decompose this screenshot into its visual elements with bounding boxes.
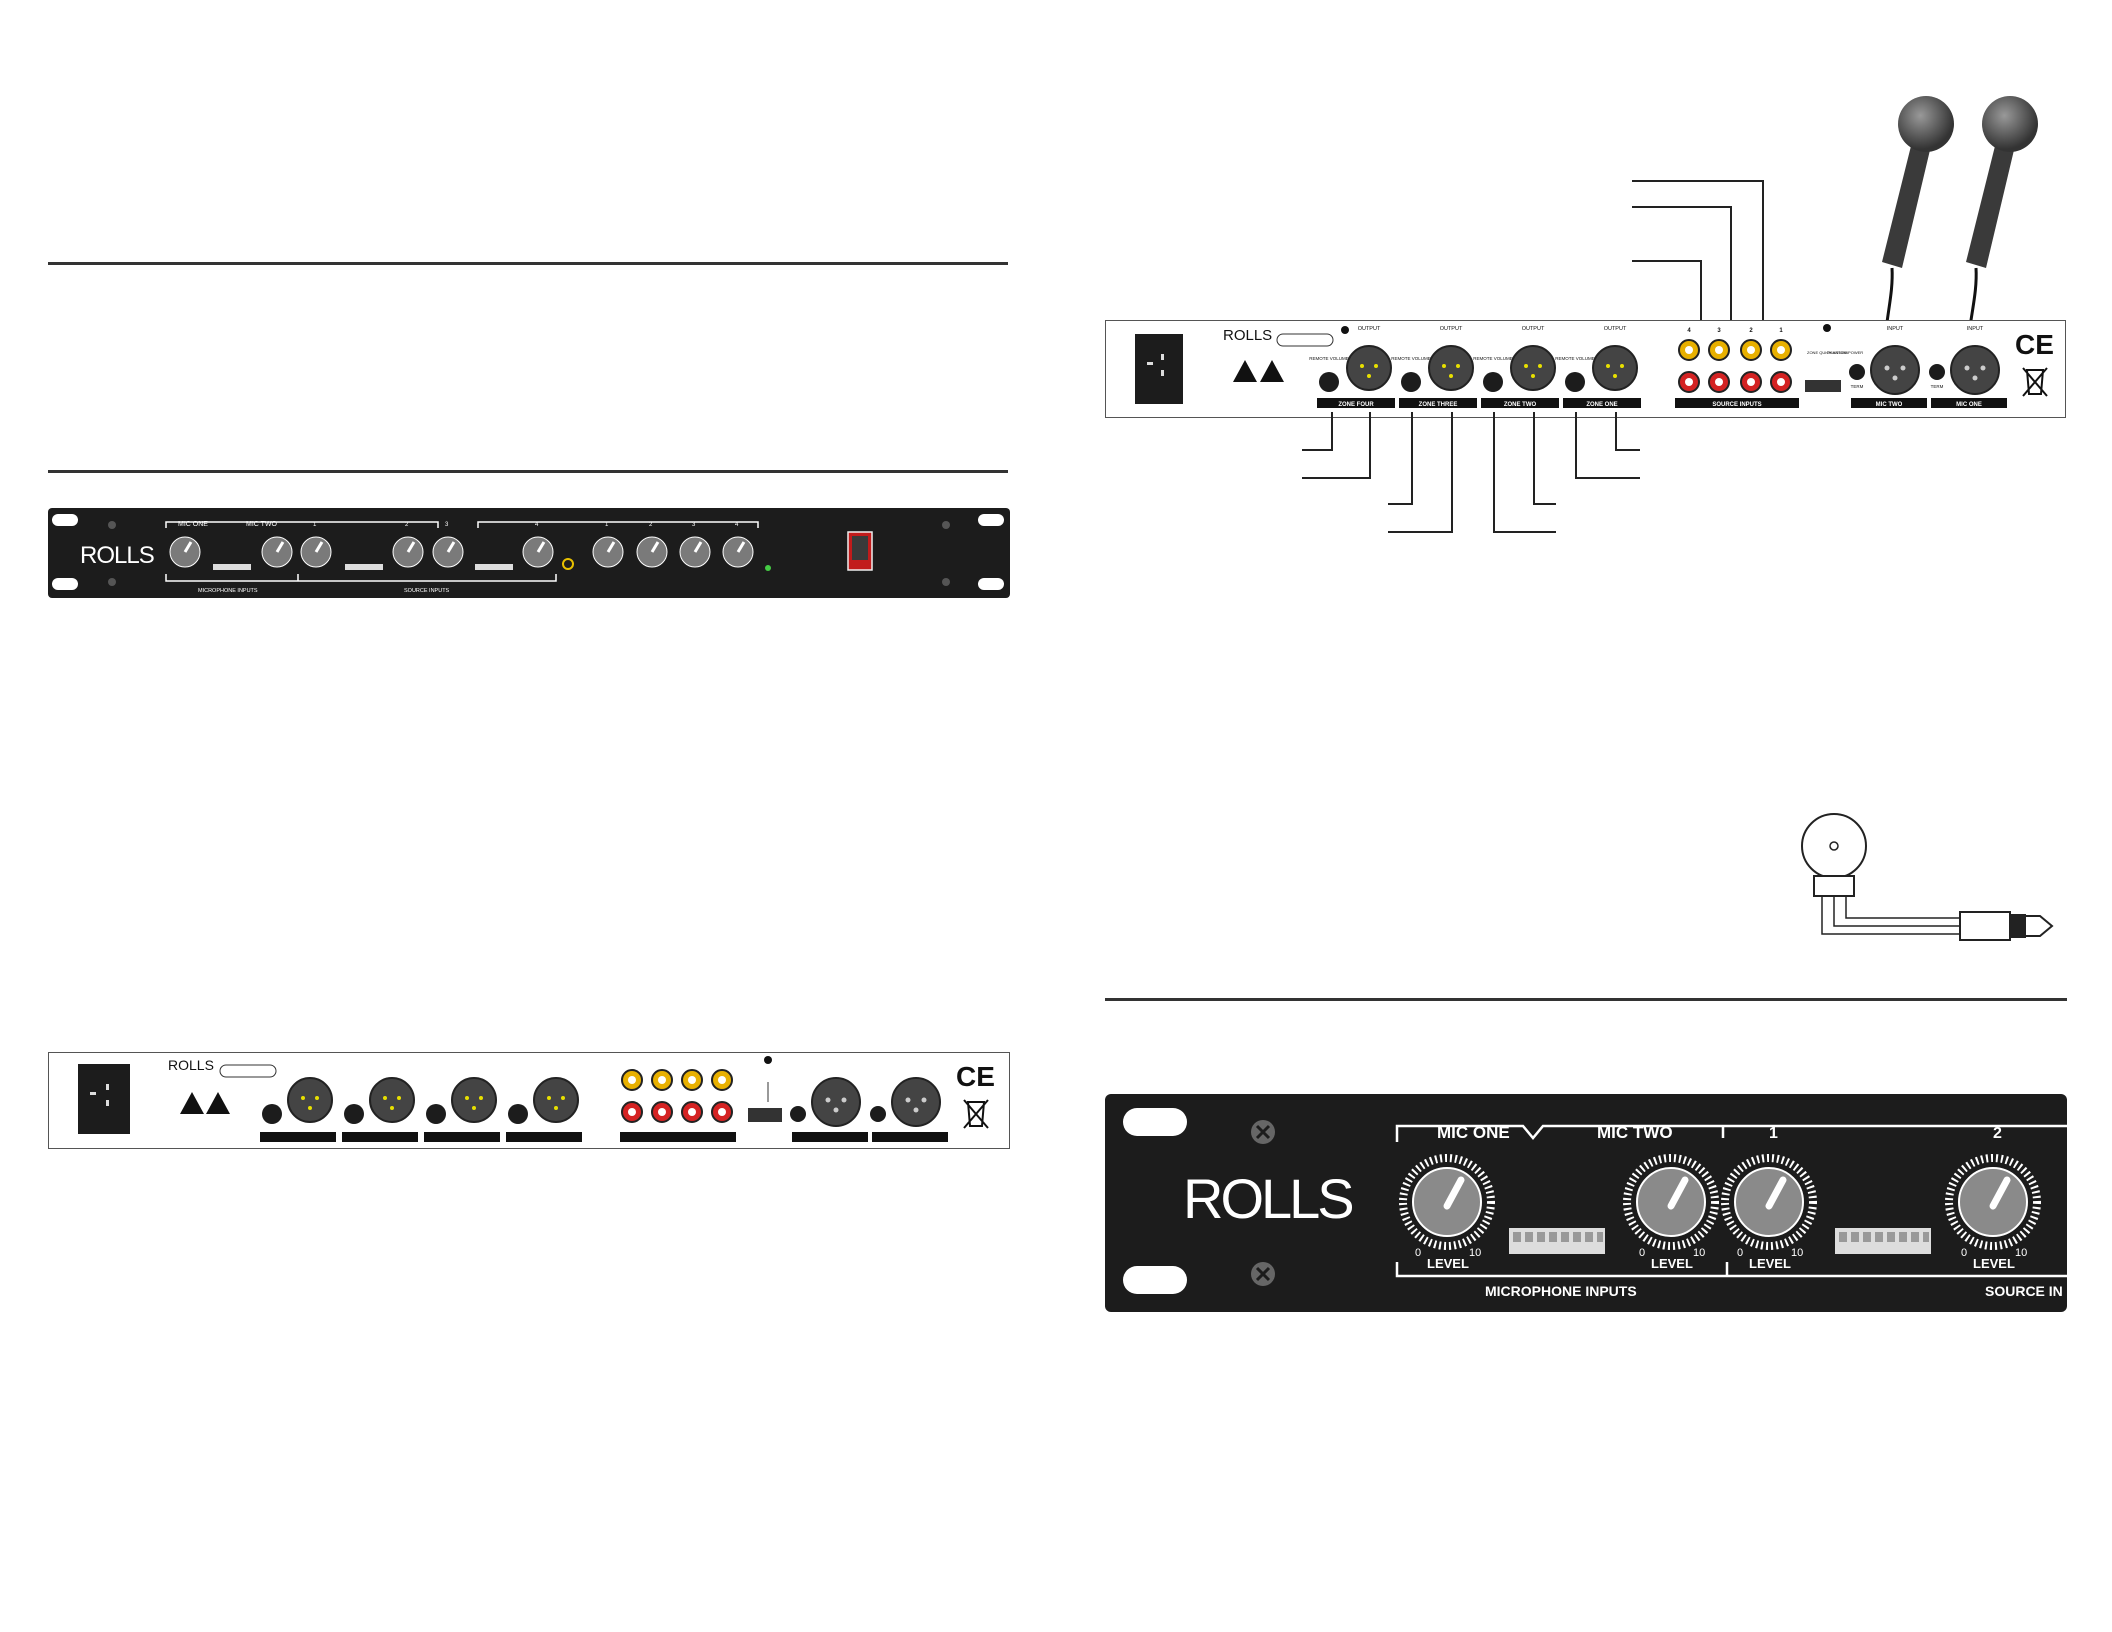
detail-mic-two: MIC TWO bbox=[1597, 1123, 1673, 1142]
rule-right bbox=[1105, 998, 2067, 1001]
rear-zone-two: ZONE TWO bbox=[1504, 402, 1537, 408]
rear-src-2: 2 bbox=[1749, 328, 1753, 334]
remote-volume-pot-diagram bbox=[1801, 813, 2054, 941]
rear-panel-small: ROLLS CE bbox=[48, 1052, 1010, 1149]
detail-level-mic2: LEVEL bbox=[1651, 1256, 1693, 1271]
rear-output-2: OUTPUT bbox=[1522, 326, 1545, 332]
rear-remote-2: REMOTE VOLUME bbox=[1473, 356, 1513, 361]
rule-top-left bbox=[48, 262, 1008, 265]
front-zone-1: 1 bbox=[605, 522, 609, 528]
rear-src-3: 3 bbox=[1717, 328, 1721, 334]
rear-zone-three: ZONE THREE bbox=[1419, 402, 1458, 408]
front-panel-small: ROLLS MIC ONE MIC TWO MICROPHONE INPUTS … bbox=[48, 508, 1010, 598]
rear-mic-one: MIC ONE bbox=[1956, 402, 1982, 408]
rear-src-1: 1 bbox=[1779, 328, 1783, 334]
rear-input-2: INPUT bbox=[1887, 326, 1904, 332]
front-source-group: SOURCE INPUTS bbox=[404, 588, 450, 594]
rear-zone-one: ZONE ONE bbox=[1586, 402, 1617, 408]
rear-src-4: 4 bbox=[1687, 328, 1691, 334]
detail-source-1: 1 bbox=[1769, 1125, 1778, 1142]
detail-min-mic1: 0 bbox=[1415, 1247, 1421, 1259]
front-source-4: 4 bbox=[535, 522, 539, 528]
rule-mid-left bbox=[48, 470, 1008, 473]
rear-zone-quick-assign: ZONE QUICK ASSIGN bbox=[1807, 350, 1848, 355]
detail-min-src2: 0 bbox=[1961, 1247, 1967, 1259]
detail-min-src1: 0 bbox=[1737, 1247, 1743, 1259]
front-zone-4: 4 bbox=[735, 522, 739, 528]
front-panel-detail: ROLLS MIC ONE MIC TWO 1 2 MICROPHONE INP… bbox=[1105, 1094, 2067, 1312]
detail-min-mic2: 0 bbox=[1639, 1247, 1645, 1259]
microphones-illustration bbox=[1882, 96, 2038, 379]
rear-panel-large: ROLLS OUTPUT OUTPUT OUTPUT OUTPUT REMOTE… bbox=[1105, 320, 2066, 418]
detail-mic-group: MICROPHONE INPUTS bbox=[1485, 1283, 1637, 1299]
detail-level-mic1: LEVEL bbox=[1427, 1256, 1469, 1271]
front-source-3: 3 bbox=[445, 522, 449, 528]
rear-output-3: OUTPUT bbox=[1440, 326, 1463, 332]
detail-max-src2: 10 bbox=[2015, 1247, 2027, 1259]
front-mic-two: MIC TWO bbox=[246, 521, 278, 528]
rear-phantom-power: PHANTOM POWER bbox=[1827, 350, 1863, 355]
detail-source-group: SOURCE IN bbox=[1985, 1283, 2063, 1299]
front-mic-group: MICROPHONE INPUTS bbox=[198, 588, 258, 594]
rear-remote-1: REMOTE VOLUME bbox=[1555, 356, 1595, 361]
front-zone-2: 2 bbox=[649, 522, 653, 528]
detail-max-mic1: 10 bbox=[1469, 1247, 1481, 1259]
detail-level-src1: LEVEL bbox=[1749, 1256, 1791, 1271]
rear-mic-two: MIC TWO bbox=[1876, 402, 1903, 408]
rear-output-1: OUTPUT bbox=[1604, 326, 1627, 332]
rear-source-inputs: SOURCE INPUTS bbox=[1712, 402, 1761, 408]
detail-level-src2: LEVEL bbox=[1973, 1256, 2015, 1271]
front-mic-one: MIC ONE bbox=[178, 521, 208, 528]
rear-output-4: OUTPUT bbox=[1358, 326, 1381, 332]
rear-remote-4: REMOTE VOLUME bbox=[1309, 356, 1349, 361]
rear-large-ce: CE bbox=[2015, 329, 2054, 360]
rear-input-1: INPUT bbox=[1967, 326, 1984, 332]
rear-remote-3: REMOTE VOLUME bbox=[1391, 356, 1431, 361]
front-source-2: 2 bbox=[405, 522, 409, 528]
detail-mic-one: MIC ONE bbox=[1437, 1123, 1510, 1142]
front-zone-3: 3 bbox=[692, 522, 696, 528]
detail-source-2: 2 bbox=[1993, 1125, 2002, 1142]
callout-lines-bottom bbox=[1302, 412, 1640, 533]
detail-max-mic2: 10 bbox=[1693, 1247, 1705, 1259]
detail-max-src1: 10 bbox=[1791, 1247, 1803, 1259]
rear-large-brand: ROLLS bbox=[1223, 327, 1272, 344]
rear-term-2: TERM bbox=[1851, 384, 1864, 389]
detail-brand-logo: ROLLS bbox=[1183, 1167, 1352, 1230]
brand-logo: ROLLS bbox=[80, 542, 154, 569]
rear-small-brand: ROLLS bbox=[168, 1057, 214, 1073]
front-source-1: 1 bbox=[313, 522, 317, 528]
rear-zone-four: ZONE FOUR bbox=[1338, 402, 1374, 408]
rear-term-1: TERM bbox=[1931, 384, 1944, 389]
rear-small-ce: CE bbox=[956, 1061, 995, 1092]
